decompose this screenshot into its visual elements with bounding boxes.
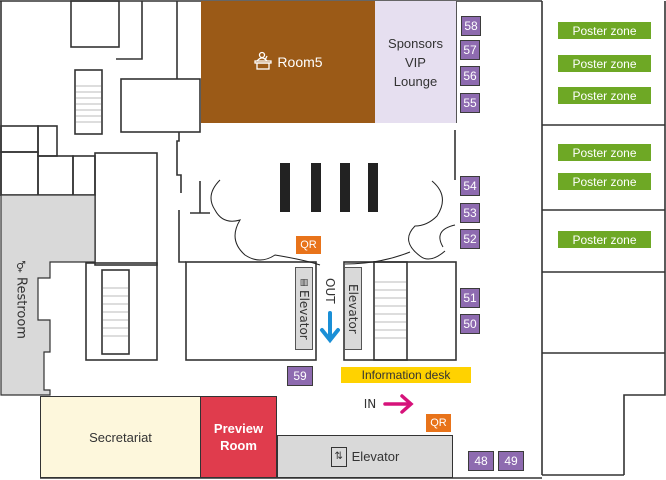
booth-48[interactable]: 48 — [468, 451, 494, 471]
booth-57[interactable]: 57 — [460, 40, 480, 60]
booth-54[interactable]: 54 — [460, 176, 480, 196]
elevator-left[interactable]: ▥ Elevator — [295, 267, 313, 350]
elevator-left-label: Elevator — [297, 289, 311, 340]
poster-zone-1[interactable]: Poster zone — [558, 22, 651, 39]
out-arrow-icon — [320, 311, 340, 344]
booth-58[interactable]: 58 — [461, 16, 481, 36]
out-label: OUT — [323, 278, 337, 304]
information-desk[interactable]: Information desk — [341, 367, 471, 383]
in-arrow-icon — [383, 394, 414, 414]
booth-49[interactable]: 49 — [498, 451, 524, 471]
in-label: IN — [363, 397, 377, 411]
elevator-bottom[interactable]: ⇅ Elevator — [277, 435, 453, 478]
secretariat-label: Secretariat — [89, 429, 152, 445]
sponsors-line-1: Sponsors — [388, 35, 443, 51]
room5-label: Room5 — [277, 54, 323, 70]
preview-line-2: Room — [220, 438, 257, 453]
room5[interactable]: Room5 — [201, 1, 375, 123]
sponsors-line-3: Lounge — [393, 73, 438, 89]
booth-55[interactable]: 55 — [460, 93, 480, 113]
sponsors-vip-lounge[interactable]: Sponsors VIP Lounge — [375, 1, 457, 123]
booth-56[interactable]: 56 — [460, 66, 480, 86]
elevator-right[interactable]: Elevator — [344, 267, 362, 350]
booth-50[interactable]: 50 — [460, 314, 480, 334]
elevator-right-label: Elevator — [346, 283, 360, 334]
booth-53[interactable]: 53 — [460, 203, 480, 223]
restroom-icon: ⚥ — [14, 261, 28, 275]
elevator-icon: ▥ — [299, 277, 309, 288]
poster-zone-2[interactable]: Poster zone — [558, 55, 651, 72]
secretariat[interactable]: Secretariat — [40, 396, 201, 478]
booth-59[interactable]: 59 — [287, 366, 313, 386]
poster-zone-6[interactable]: Poster zone — [558, 231, 651, 248]
preview-line-1: Preview — [213, 421, 264, 436]
elevator-icon: ⇅ — [330, 446, 347, 467]
qr-marker-top[interactable]: QR — [296, 236, 321, 254]
poster-zone-4[interactable]: Poster zone — [558, 144, 651, 161]
podium-icon — [253, 51, 273, 74]
preview-room[interactable]: Preview Room — [200, 396, 277, 478]
qr-marker-bottom[interactable]: QR — [426, 414, 451, 432]
restroom[interactable]: ⚥ Restroom — [10, 255, 32, 345]
elevator-bottom-label: Elevator — [351, 449, 400, 464]
booth-51[interactable]: 51 — [460, 288, 480, 308]
sponsors-line-2: VIP — [405, 54, 426, 70]
poster-zone-3[interactable]: Poster zone — [558, 87, 651, 104]
restroom-area — [0, 194, 96, 396]
booth-52[interactable]: 52 — [460, 229, 480, 249]
restroom-label: Restroom — [13, 277, 29, 339]
poster-zone-5[interactable]: Poster zone — [558, 173, 651, 190]
